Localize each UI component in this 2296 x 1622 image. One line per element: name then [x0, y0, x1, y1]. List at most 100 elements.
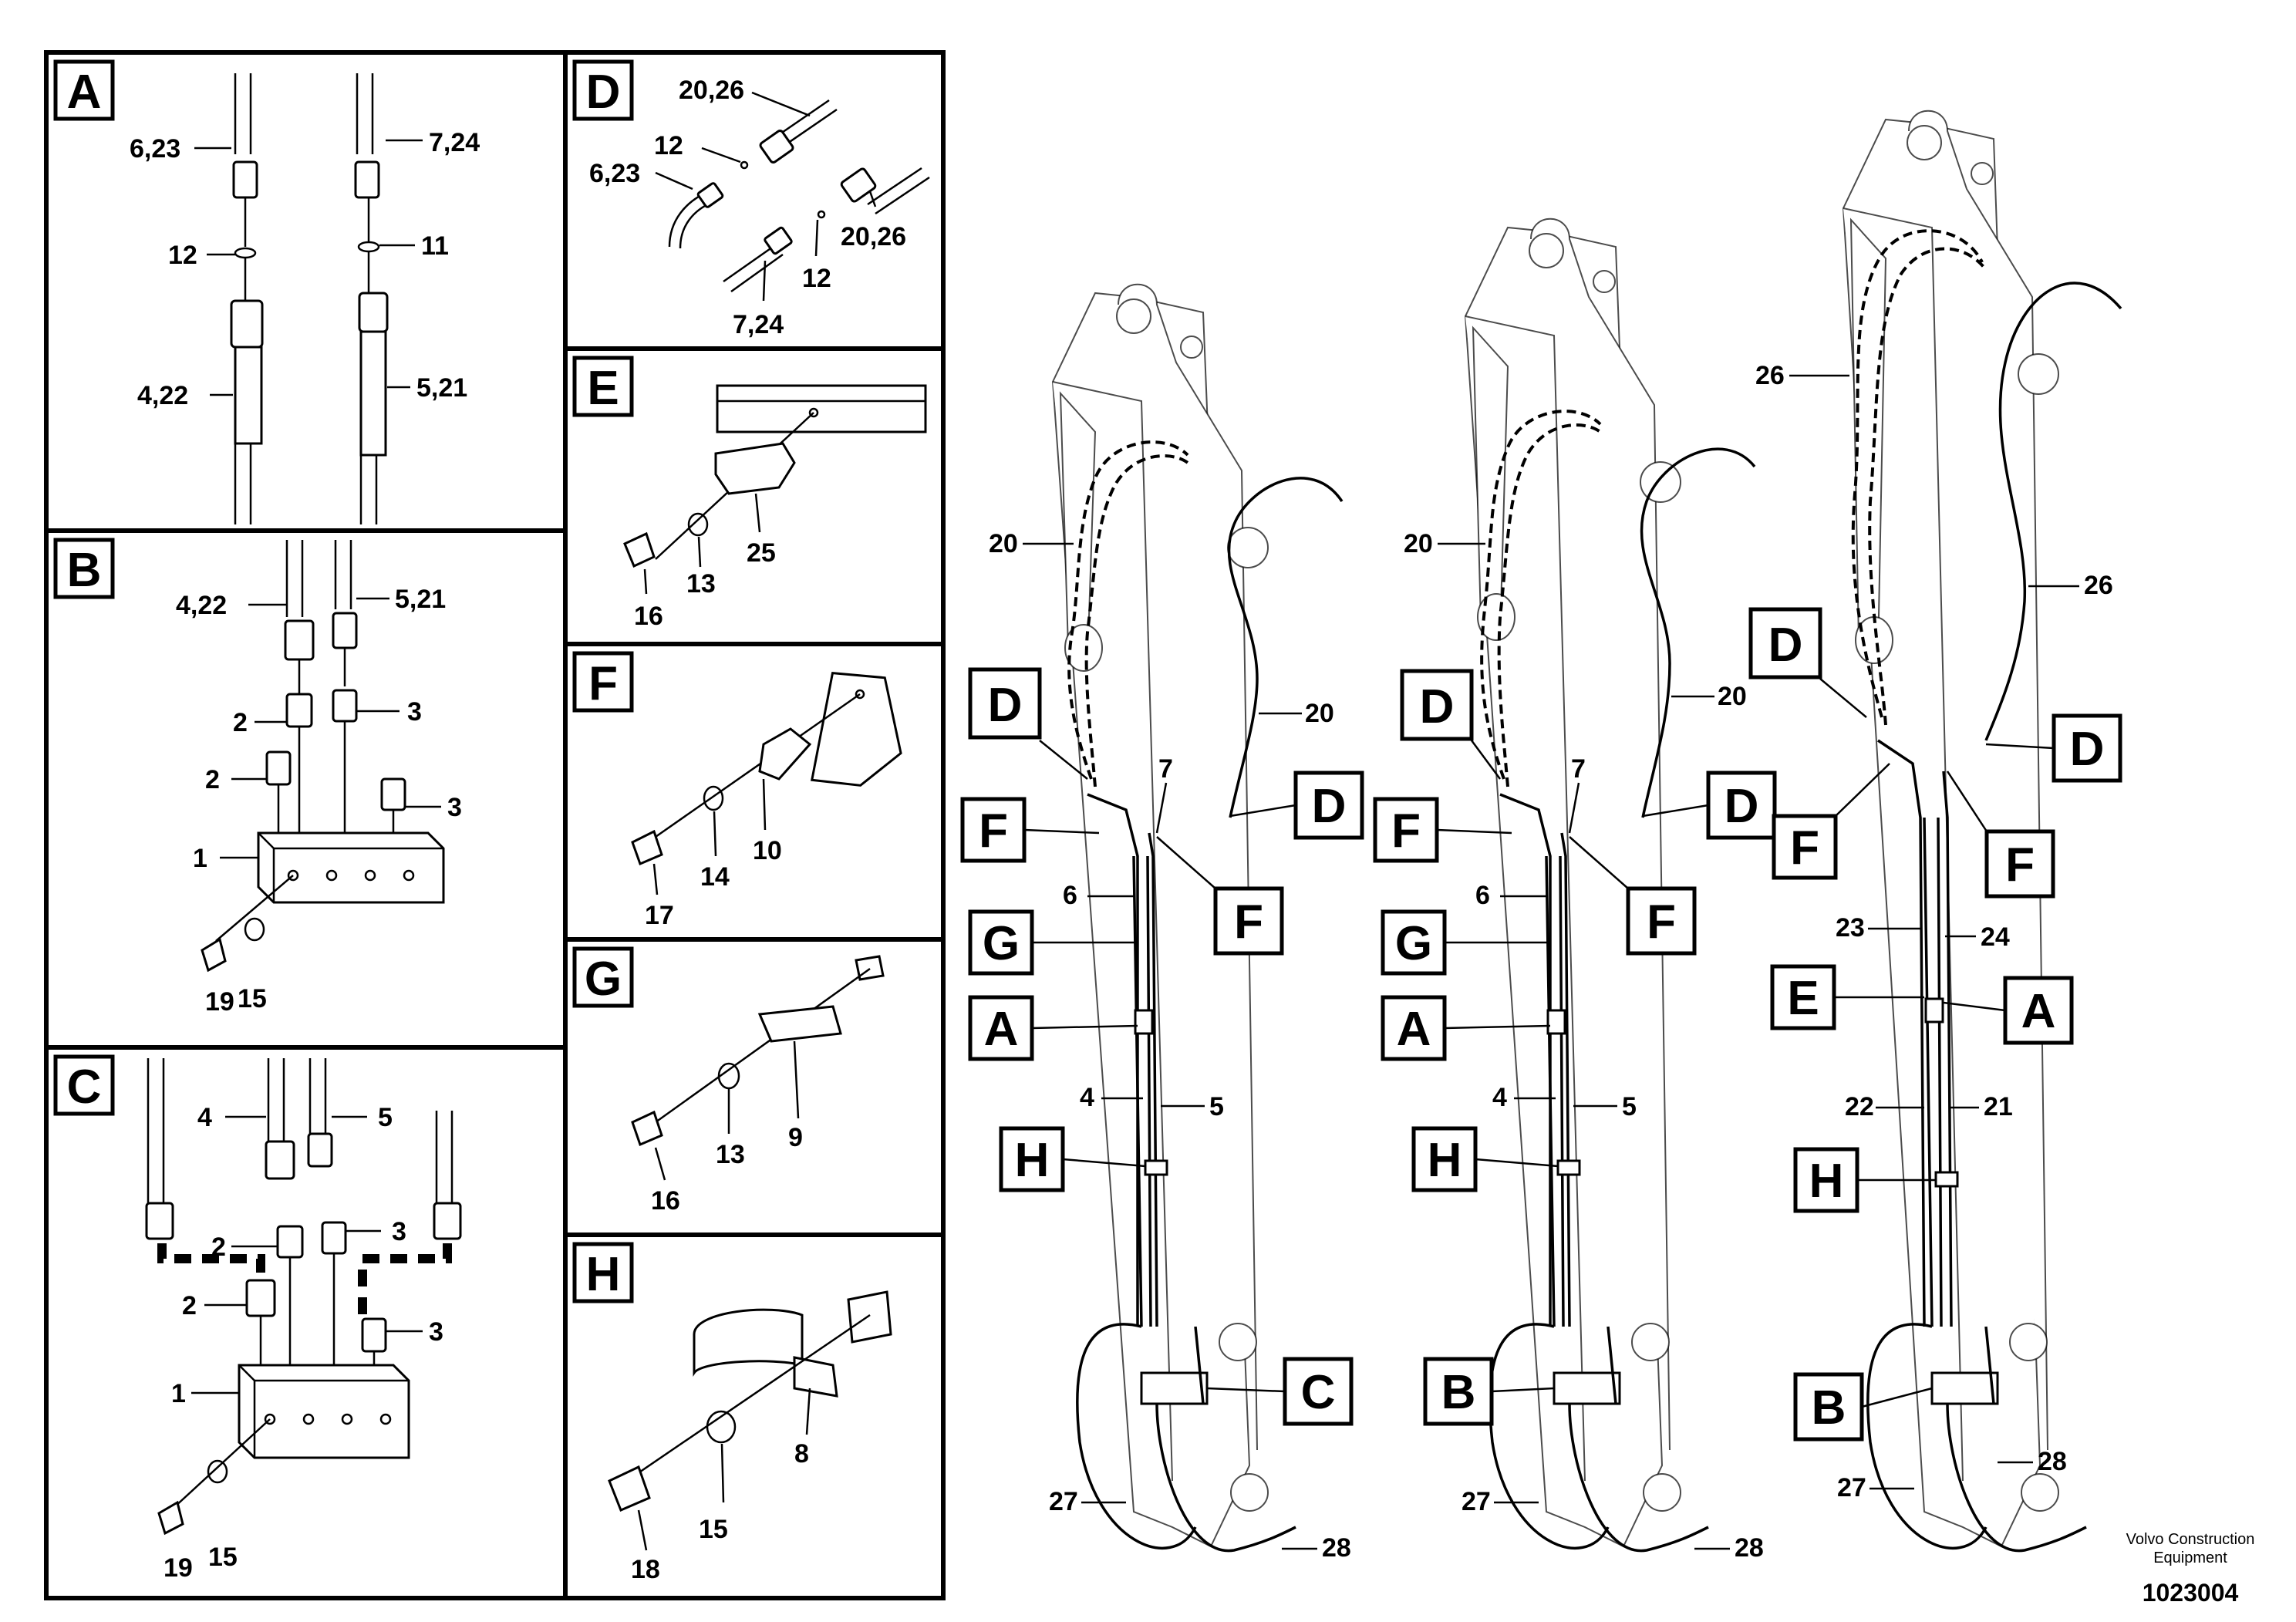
- left-boom-callouts: D F G A H D F C: [960, 667, 1364, 1426]
- svg-text:25: 25: [747, 538, 776, 568]
- right-boom-labels: 26 26 23 24 22 21 27 28: [1755, 361, 2113, 1502]
- panel-c-labels: 4 5 2 3 2 3 1 19 15: [164, 1103, 443, 1583]
- panel-b-letter: B: [53, 538, 115, 599]
- panel-f-labels: 17 14 10: [645, 836, 782, 930]
- svg-text:13: 13: [686, 569, 716, 599]
- svg-text:23: 23: [1836, 913, 1865, 943]
- svg-text:13: 13: [716, 1140, 745, 1169]
- panel-b-drawing: [201, 540, 445, 973]
- svg-text:C: C: [67, 1061, 102, 1114]
- panel-d-drawing: [655, 91, 930, 302]
- svg-text:12: 12: [654, 131, 683, 160]
- panel-h-letter: H: [572, 1242, 634, 1303]
- svg-text:7,24: 7,24: [429, 128, 480, 157]
- svg-text:4,22: 4,22: [137, 381, 188, 410]
- svg-text:4,22: 4,22: [176, 591, 227, 620]
- svg-text:24: 24: [1981, 922, 2010, 952]
- panel-h-labels: 18 15 8: [631, 1439, 809, 1584]
- svg-text:A: A: [1397, 1003, 1431, 1056]
- svg-text:2: 2: [205, 765, 220, 794]
- svg-text:3: 3: [407, 697, 422, 727]
- svg-text:H: H: [1015, 1134, 1050, 1187]
- middle-boom-labels: 20 20 7 6 4 5 27 28: [1404, 529, 1764, 1563]
- svg-text:H: H: [586, 1248, 621, 1301]
- svg-text:11: 11: [421, 231, 449, 261]
- svg-text:1: 1: [193, 844, 207, 873]
- svg-text:A: A: [67, 66, 102, 119]
- svg-text:27: 27: [1462, 1487, 1491, 1516]
- svg-text:4: 4: [1080, 1083, 1094, 1112]
- svg-text:3: 3: [447, 793, 462, 822]
- panel-b-labels: 4,22 5,21 2 3 2 3 1 19 15: [176, 585, 462, 1017]
- middle-boom-callouts: D F G A H D F B: [1373, 669, 1777, 1426]
- svg-text:26: 26: [1755, 361, 1785, 390]
- document-number: 1023004: [2143, 1579, 2239, 1607]
- svg-text:F: F: [588, 657, 618, 710]
- svg-text:21: 21: [1984, 1092, 2013, 1121]
- svg-text:26: 26: [2084, 571, 2113, 600]
- svg-text:D: D: [988, 679, 1023, 732]
- credit-line-1: Volvo Construction: [2126, 1531, 2255, 1548]
- svg-text:D: D: [1312, 780, 1347, 833]
- svg-text:5: 5: [378, 1103, 393, 1132]
- svg-text:2: 2: [233, 708, 248, 737]
- svg-text:D: D: [1768, 619, 1803, 672]
- svg-text:C: C: [1301, 1366, 1336, 1419]
- svg-text:9: 9: [788, 1123, 803, 1152]
- svg-text:D: D: [1725, 780, 1759, 833]
- svg-text:A: A: [2021, 985, 2056, 1038]
- svg-text:E: E: [1787, 972, 1819, 1025]
- svg-text:20: 20: [1718, 682, 1747, 711]
- right-boom-callouts: D F E H D F A B: [1748, 607, 2122, 1442]
- panel-a-frame: [44, 50, 568, 533]
- svg-text:28: 28: [2038, 1447, 2067, 1476]
- svg-text:F: F: [1790, 821, 1819, 875]
- svg-text:G: G: [983, 917, 1020, 970]
- panel-d-letter: D: [572, 59, 634, 121]
- svg-text:22: 22: [1845, 1092, 1874, 1121]
- svg-text:E: E: [587, 362, 619, 415]
- panel-g-letter: G: [572, 946, 634, 1008]
- svg-text:D: D: [2070, 723, 2105, 776]
- svg-text:5: 5: [1209, 1092, 1224, 1121]
- svg-text:4: 4: [197, 1103, 212, 1132]
- left-boom-labels: 20 20 7 6 4 5 27 28: [989, 529, 1351, 1563]
- svg-text:F: F: [1647, 895, 1676, 949]
- panel-e-letter: E: [572, 356, 634, 417]
- panel-b-frame: [44, 528, 568, 1050]
- svg-text:A: A: [984, 1003, 1019, 1056]
- svg-text:3: 3: [392, 1217, 406, 1246]
- boom-right: [1842, 110, 2122, 1553]
- panel-a-labels: 6,23 7,24 12 11 4,22 5,21: [130, 128, 480, 410]
- panel-h-drawing: [608, 1290, 892, 1551]
- svg-text:15: 15: [699, 1515, 728, 1544]
- svg-text:F: F: [979, 804, 1008, 858]
- svg-text:7,24: 7,24: [733, 310, 784, 339]
- svg-text:D: D: [586, 66, 621, 119]
- svg-text:G: G: [1395, 917, 1432, 970]
- svg-text:5,21: 5,21: [395, 585, 446, 614]
- svg-text:18: 18: [631, 1555, 660, 1584]
- svg-text:6,23: 6,23: [130, 134, 180, 164]
- svg-text:28: 28: [1322, 1533, 1351, 1563]
- svg-text:15: 15: [238, 984, 267, 1013]
- panel-e-labels: 16 13 25: [634, 538, 776, 631]
- svg-text:6: 6: [1475, 881, 1490, 910]
- svg-text:D: D: [1420, 680, 1455, 733]
- svg-text:1: 1: [171, 1379, 186, 1408]
- svg-text:5,21: 5,21: [416, 373, 467, 403]
- panel-f-drawing: [631, 672, 902, 895]
- svg-text:F: F: [1391, 804, 1421, 858]
- svg-text:14: 14: [700, 862, 730, 892]
- svg-text:15: 15: [208, 1543, 238, 1572]
- svg-text:12: 12: [802, 264, 831, 293]
- svg-text:7: 7: [1158, 754, 1173, 784]
- svg-text:H: H: [1428, 1134, 1462, 1187]
- panel-e-drawing: [623, 384, 927, 595]
- svg-text:20: 20: [1404, 529, 1433, 558]
- panel-h-frame: [563, 1233, 946, 1600]
- svg-text:27: 27: [1049, 1487, 1078, 1516]
- svg-text:F: F: [1234, 895, 1263, 949]
- svg-text:3: 3: [429, 1317, 443, 1347]
